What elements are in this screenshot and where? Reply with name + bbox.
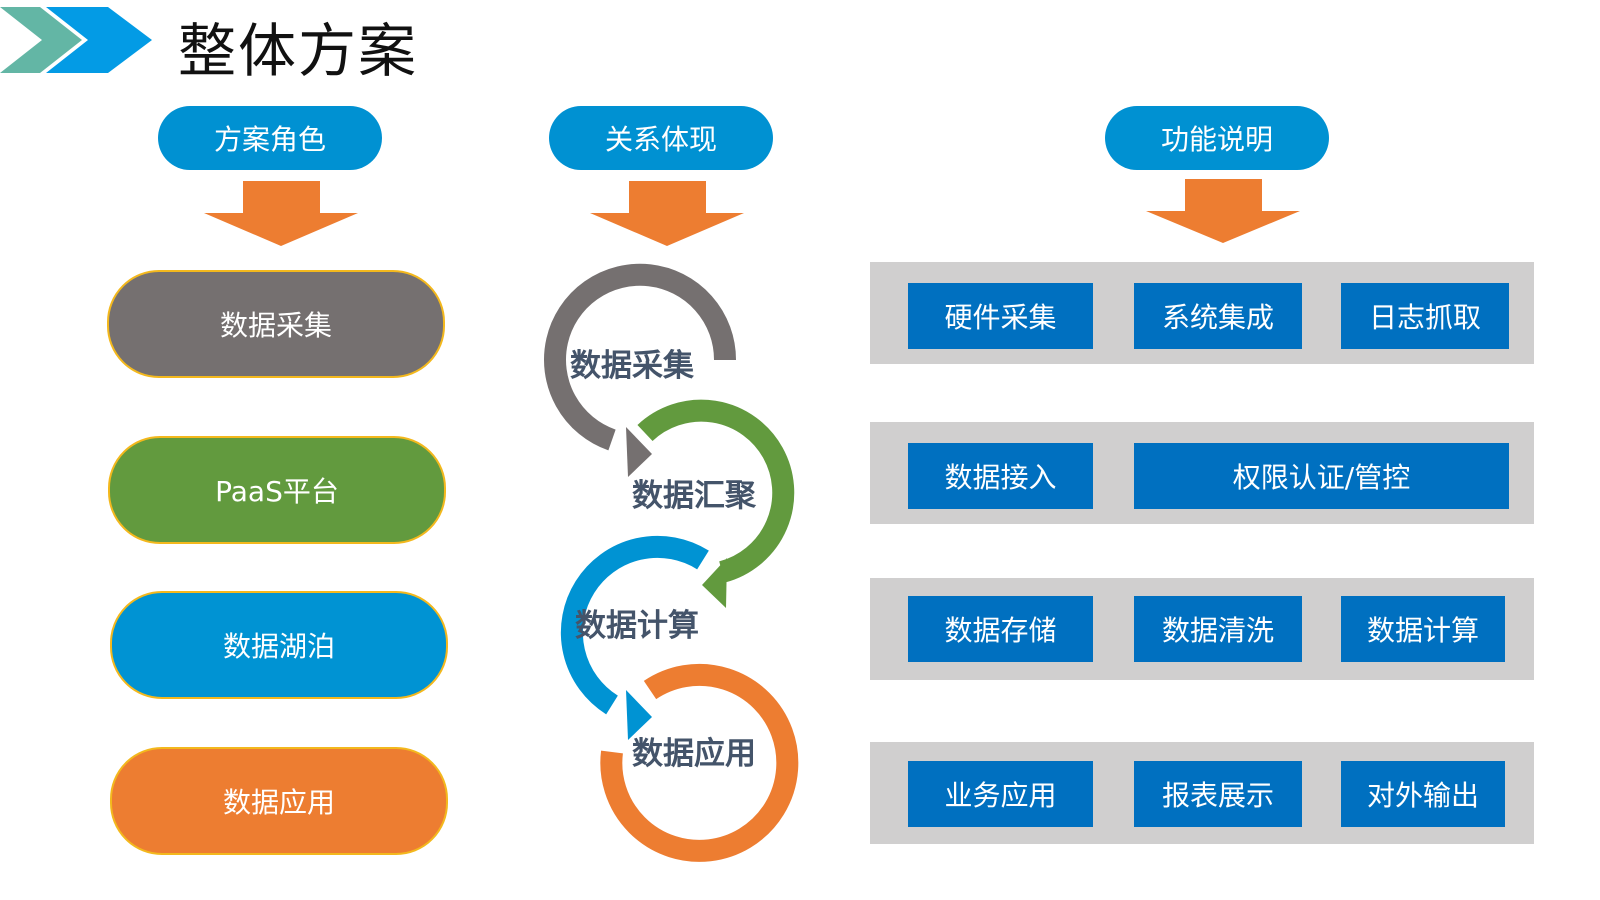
column-header-relations: 关系体现 — [549, 106, 773, 170]
role-paas-platform: PaaS平台 — [108, 436, 446, 544]
function-row: 硬件采集 系统集成 日志抓取 — [870, 262, 1534, 364]
cycle-label-collect: 数据采集 — [570, 348, 694, 384]
down-arrow-icon — [204, 181, 358, 246]
function-box: 数据接入 — [908, 443, 1093, 509]
role-data-collection: 数据采集 — [107, 270, 445, 378]
down-arrow-icon — [1146, 179, 1300, 243]
cycle-arc-apply — [600, 663, 799, 862]
cycle-arrowhead-icon — [626, 427, 652, 477]
cycle-arc-aggregate — [637, 399, 795, 583]
function-box: 权限认证/管控 — [1134, 443, 1509, 509]
function-row: 数据接入 权限认证/管控 — [870, 422, 1534, 524]
function-row: 业务应用 报表展示 对外输出 — [870, 742, 1534, 844]
role-data-application: 数据应用 — [110, 747, 448, 855]
role-data-lake: 数据湖泊 — [110, 591, 448, 699]
function-box: 日志抓取 — [1341, 283, 1509, 349]
double-chevron-icon — [0, 7, 152, 73]
cycle-diagram — [544, 263, 799, 862]
function-box: 报表展示 — [1134, 761, 1302, 827]
column-header-functions: 功能说明 — [1105, 106, 1329, 170]
function-box: 数据存储 — [908, 596, 1093, 662]
down-arrow-icon — [590, 181, 744, 246]
cycle-label-aggregate: 数据汇聚 — [632, 478, 756, 514]
cycle-arc-compute — [560, 535, 709, 715]
function-box: 数据计算 — [1341, 596, 1505, 662]
cycle-label-compute: 数据计算 — [575, 608, 699, 644]
function-box: 硬件采集 — [908, 283, 1093, 349]
column-header-roles: 方案角色 — [158, 106, 382, 170]
cycle-label-apply: 数据应用 — [632, 736, 756, 772]
function-box: 系统集成 — [1134, 283, 1302, 349]
down-arrows — [204, 179, 1300, 246]
cycle-arrowhead-icon — [702, 558, 727, 608]
function-box: 数据清洗 — [1134, 596, 1302, 662]
function-box: 业务应用 — [908, 761, 1093, 827]
page-title: 整体方案 — [178, 17, 419, 85]
function-box: 对外输出 — [1341, 761, 1505, 827]
cycle-arc-collect — [544, 263, 737, 451]
function-row: 数据存储 数据清洗 数据计算 — [870, 578, 1534, 680]
cycle-arrowhead-icon — [626, 690, 652, 740]
